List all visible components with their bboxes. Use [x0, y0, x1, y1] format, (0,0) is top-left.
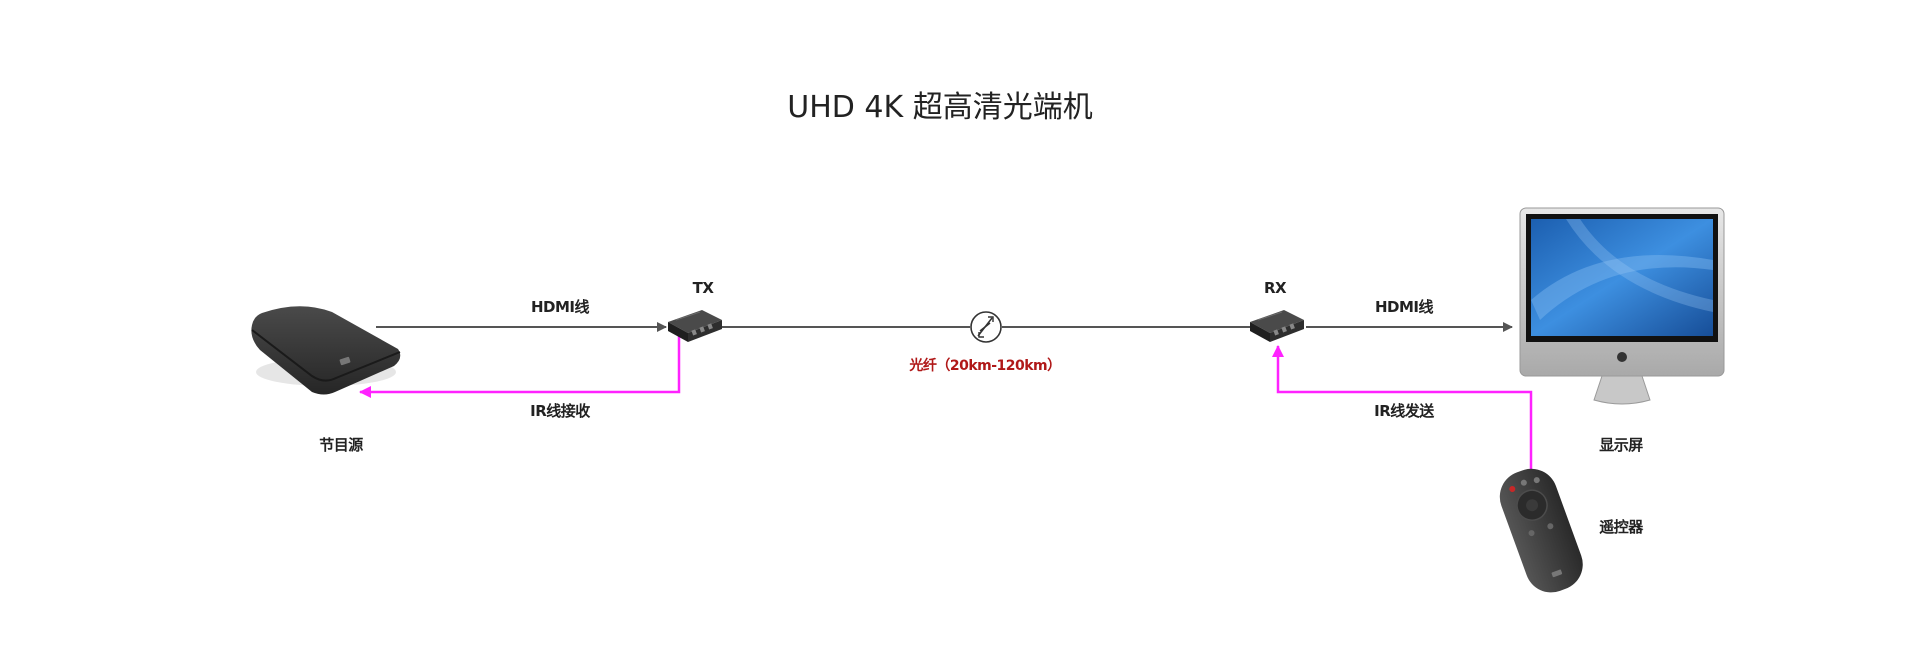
fiber-icon	[970, 311, 1002, 343]
ir-receive-line	[359, 336, 681, 398]
rx-label: RX	[1263, 279, 1287, 297]
rx-receiver-icon	[1250, 310, 1304, 342]
tx-transmitter-icon	[668, 310, 722, 342]
source-label: 节目源	[319, 436, 363, 454]
monitor-icon	[1519, 207, 1725, 405]
diagram-title: UHD 4K 超高清光端机	[787, 90, 1093, 125]
display-label: 显示屏	[1599, 436, 1643, 454]
remote-label: 遥控器	[1599, 518, 1643, 536]
ir-send-line	[1272, 345, 1533, 476]
remote-control-icon	[1499, 468, 1583, 593]
ir-receive-label: IR线接收	[530, 402, 590, 420]
tx-label: TX	[692, 279, 714, 297]
fiber-label: 光纤（20km-120km）	[909, 358, 1061, 374]
ir-send-label: IR线发送	[1374, 402, 1434, 420]
set-top-box-icon	[251, 306, 401, 395]
hdmi-out-label: HDMI线	[1374, 298, 1434, 316]
hdmi-in-label: HDMI线	[530, 298, 590, 316]
